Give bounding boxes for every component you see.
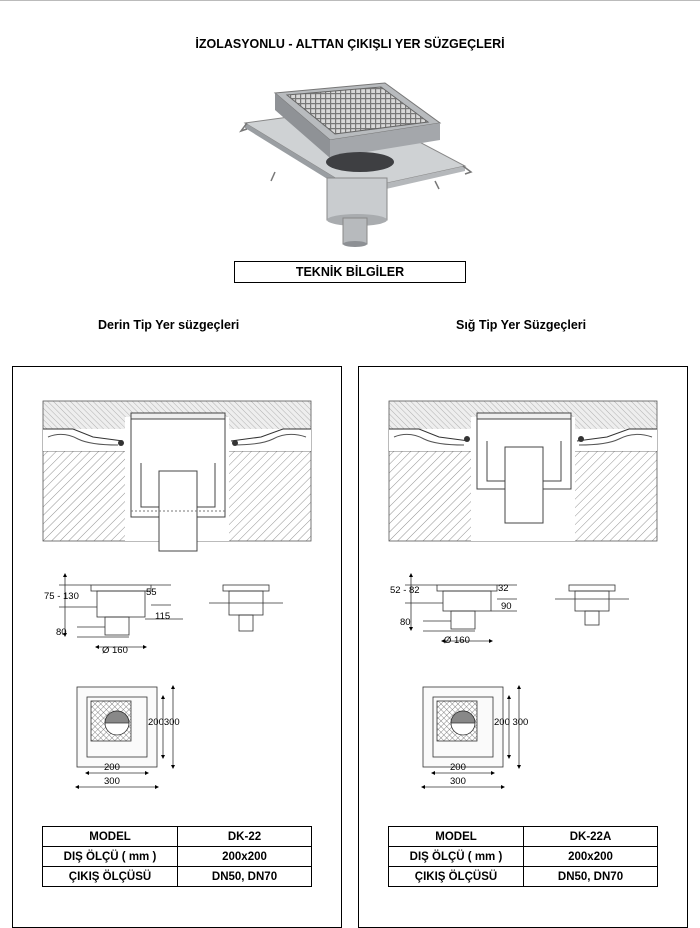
spec-label: DIŞ ÖLÇÜ ( mm ) <box>42 846 178 867</box>
dim-plan-outer: 300 <box>450 776 466 787</box>
side-view-dimensions <box>59 573 183 649</box>
side-view <box>209 584 283 632</box>
deep-type-drawing <box>42 400 312 789</box>
side-view <box>555 584 629 626</box>
dim-outlet: 80 <box>400 617 411 628</box>
section-view <box>42 400 312 552</box>
dim-body: 115 <box>155 611 171 622</box>
spec-value: 200x200 <box>523 846 658 867</box>
shallow-type-spec-table: MODEL DK-22A DIŞ ÖLÇÜ ( mm ) 200x200 ÇIK… <box>388 826 658 887</box>
spec-value: 200x200 <box>177 846 312 867</box>
table-row: DIŞ ÖLÇÜ ( mm ) 200x200 <box>42 846 312 867</box>
plan-view <box>421 685 521 789</box>
dim-body: 90 <box>501 601 512 612</box>
table-row: ÇIKIŞ ÖLÇÜSÜ DN50, DN70 <box>42 866 312 887</box>
dim-diameter: Ø 160 <box>444 635 470 646</box>
section-view <box>388 400 658 542</box>
page-title: İZOLASYONLU - ALTTAN ÇIKIŞLI YER SÜZGEÇL… <box>195 37 505 51</box>
dim-flange: 55 <box>146 587 157 598</box>
dim-diameter: Ø 160 <box>102 645 128 656</box>
table-row: ÇIKIŞ ÖLÇÜSÜ DN50, DN70 <box>388 866 658 887</box>
technical-info-box: TEKNİK BİLGİLER <box>234 261 466 283</box>
dim-plan-outer: 300 <box>104 776 120 787</box>
table-row: DIŞ ÖLÇÜ ( mm ) 200x200 <box>388 846 658 867</box>
dim-plan-inner: 200 <box>104 762 120 773</box>
dim-plan-inner: 200 <box>450 762 466 773</box>
spec-label: ÇIKIŞ ÖLÇÜSÜ <box>388 866 524 887</box>
dim-depth-range: 52 - 82 <box>390 585 420 596</box>
table-row: MODEL DK-22A <box>388 826 658 847</box>
spec-label: DIŞ ÖLÇÜ ( mm ) <box>388 846 524 867</box>
spec-label: MODEL <box>388 826 524 847</box>
plan-view <box>75 685 175 789</box>
spec-label: ÇIKIŞ ÖLÇÜSÜ <box>42 866 178 887</box>
dim-depth-range: 75 - 130 <box>44 591 79 602</box>
deep-type-panel: 75 - 130 55 115 80 Ø 160 200300 200 300 … <box>12 366 342 928</box>
spec-value: DN50, DN70 <box>177 866 312 887</box>
spec-value: DN50, DN70 <box>523 866 658 887</box>
shallow-type-heading: Sığ Tip Yer Süzgeçleri <box>456 318 587 332</box>
spec-label: MODEL <box>42 826 178 847</box>
side-view-dimensions <box>405 573 517 643</box>
deep-type-heading: Derin Tip Yer süzgeçleri <box>98 318 240 332</box>
shallow-type-panel: 52 - 82 32 90 80 Ø 160 200 300 200 300 M… <box>358 366 688 928</box>
shallow-type-drawing <box>388 400 658 789</box>
dim-flange: 32 <box>498 583 509 594</box>
deep-type-spec-table: MODEL DK-22 DIŞ ÖLÇÜ ( mm ) 200x200 ÇIKI… <box>42 826 312 887</box>
top-rule <box>0 0 700 1</box>
product-photo <box>238 82 473 247</box>
dim-outlet: 80 <box>56 627 67 638</box>
dim-plan-side: 200300 <box>148 717 180 728</box>
spec-value: DK-22 <box>177 826 312 847</box>
spec-value: DK-22A <box>523 826 658 847</box>
dim-plan-side: 200 300 <box>494 717 529 728</box>
table-row: MODEL DK-22 <box>42 826 312 847</box>
